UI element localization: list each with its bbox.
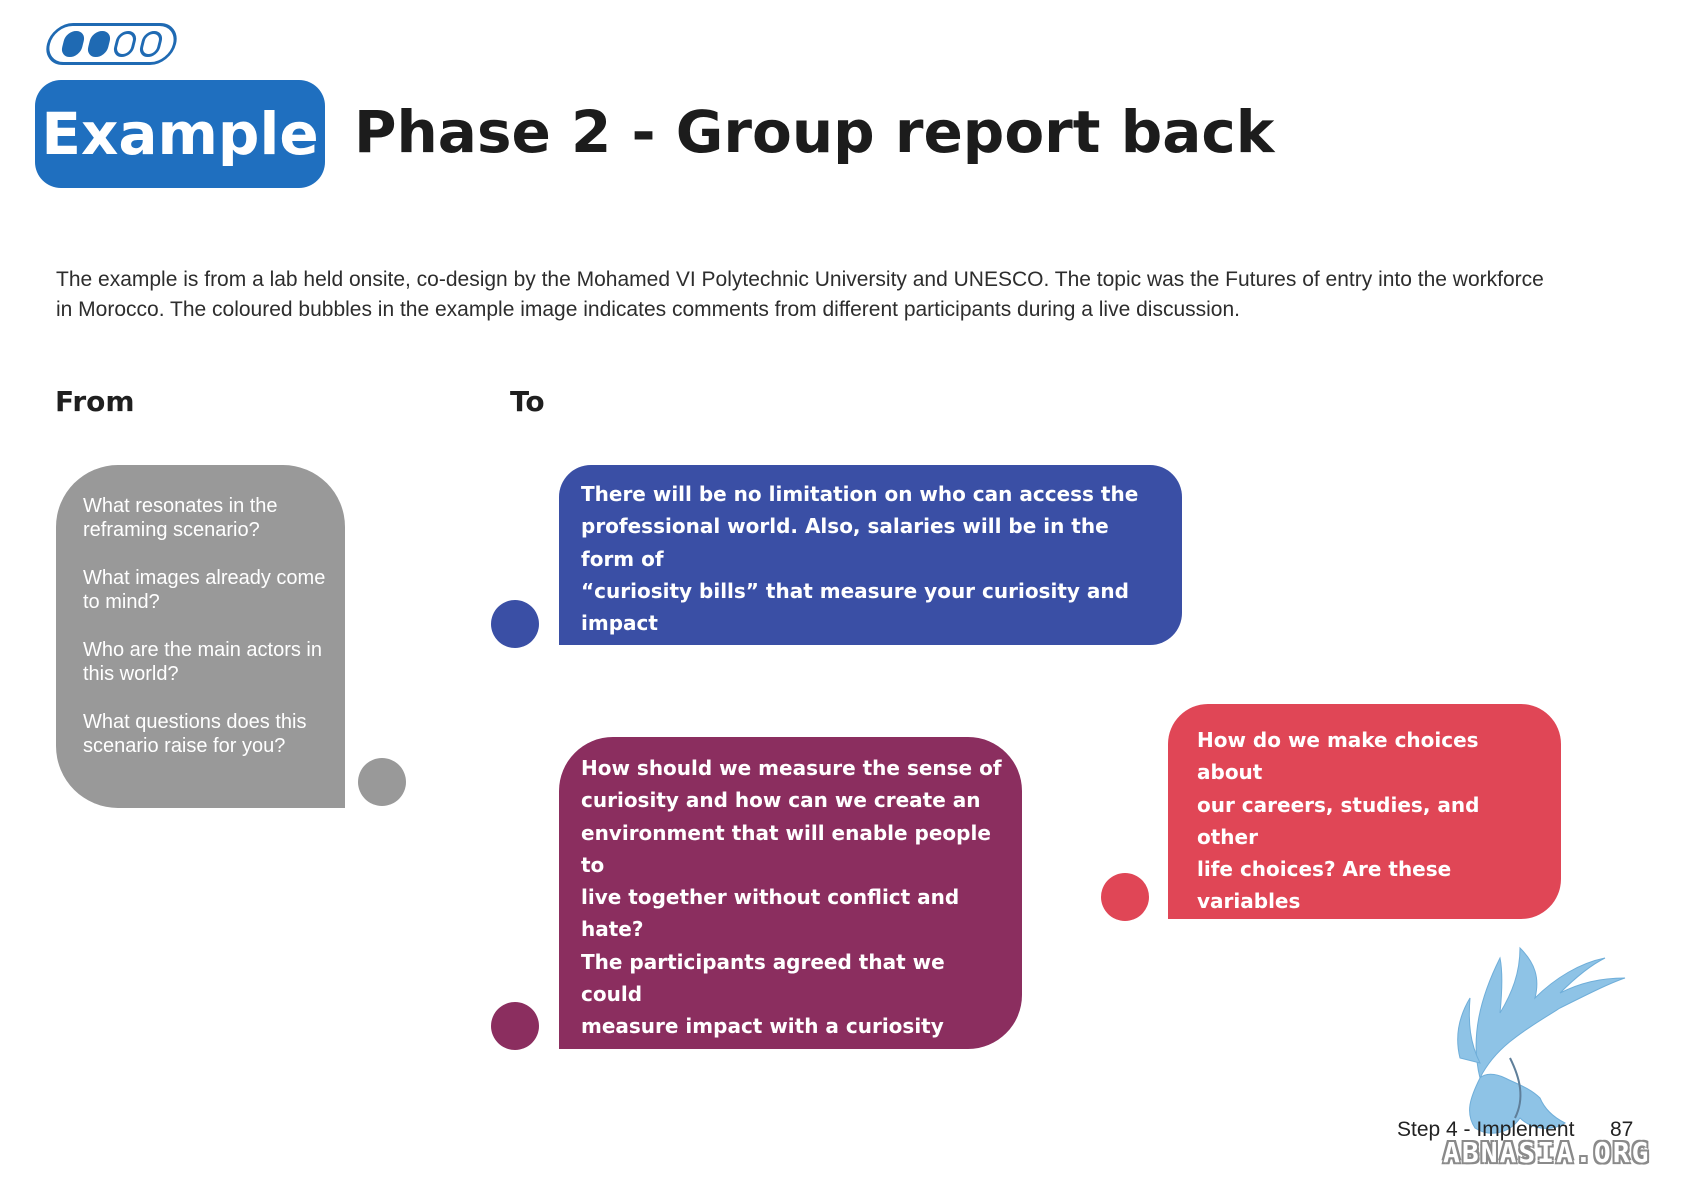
bubble-line: wonder and experiment. [581,1143,859,1168]
bubble-line: curiosity and how can we create an [581,788,981,813]
comment-bubble-blue: There will be no limitation on who can a… [559,465,1182,732]
bubble-line: live together without conflict and hate? [581,885,960,942]
bubble-line: How should we measure the sense of [581,756,1002,780]
bubble-tail-dot [491,1002,539,1050]
bubble-line: “curiosity bills” that measure your curi… [581,578,1129,636]
bubble-line: would then enable you to buy the things … [581,708,1142,733]
to-heading: To [510,385,545,418]
intro-paragraph: The example is from a lab held onsite, c… [56,268,1544,321]
bubble-tail-dot [358,758,406,806]
bubble-line: life choices? Are these variables [1197,857,1452,914]
comment-bubble-red: How do we make choices about our careers… [1168,704,1561,978]
question-text: What images already come to mind? [83,567,326,613]
bubble-line: imposed on us from birth the [1197,921,1527,946]
bubble-line: our careers, studies, and other [1197,792,1480,849]
watermark-text: ABNASIA.ORG [1443,1136,1651,1169]
question-text: What questions does this scenario raise … [83,711,307,757]
bubble-line: How do we make choices about [1197,728,1479,785]
bubble-tail-dot [1101,873,1149,921]
comment-bubble-plum: How should we measure the sense of curio… [559,737,1022,1168]
griffin-icon [1457,946,1626,1134]
footer-section-label: Step 4 - Implement [1397,1118,1575,1141]
question-text: Who are the main actors in this world? [83,639,322,685]
bubble-tail-dot [491,600,539,648]
progress-dot-empty [111,31,138,57]
question-text: What resonates in the reframing scenario… [83,495,278,541]
page-title: Phase 2 - Group report back [354,98,1275,166]
example-badge: Example [35,80,325,188]
progress-dot-filled [59,31,86,57]
bubble-line: environment that will enable people to [581,820,991,877]
bubble-line: and determine how many points you have. … [581,643,1112,700]
from-question-bubble: What resonates in the reframing scenario… [56,465,345,808]
bubble-line: The participants agreed that we could [581,949,945,1007]
progress-dot-filled [85,31,112,57]
from-heading: From [55,385,135,418]
progress-dot-empty [137,31,164,57]
bubble-line: quotient, working like an intelligent [581,1046,988,1071]
bubble-line: measure impact with a curiosity [581,1014,944,1039]
bubble-line: same as our names? [1197,954,1427,979]
page-number: 87 [1610,1118,1634,1141]
bubble-line: quotient but targeted to our sense of [581,1078,975,1136]
progress-indicator [41,23,182,65]
bubble-line: There will be no limitation on who can a… [581,482,1139,506]
bubble-line: professional world. Also, salaries will … [581,514,1109,571]
